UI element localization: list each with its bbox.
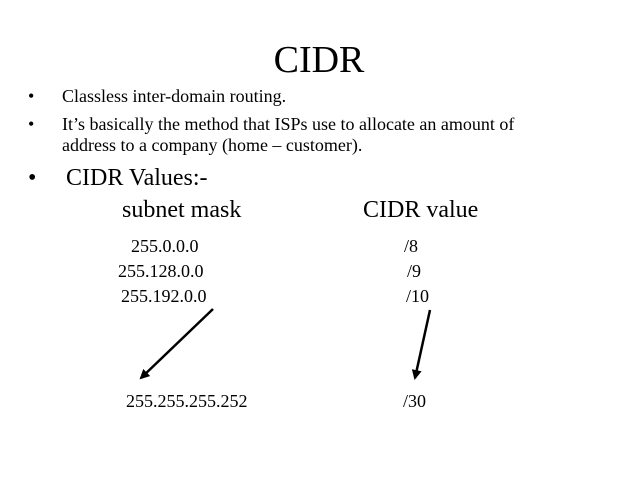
cidr-value-header: CIDR value: [363, 197, 479, 223]
bullet-item: • Classless inter-domain routing.: [28, 86, 588, 107]
arrow-down-left-icon: [139, 308, 214, 380]
subnet-mask-cell: 255.192.0.0: [121, 286, 207, 306]
slide-title: CIDR: [273, 39, 365, 81]
bullet-item: • CIDR Values:-: [28, 164, 588, 192]
arrow-down-icon: [411, 309, 432, 380]
bullet-marker: •: [28, 165, 37, 191]
subnet-mask-header: subnet mask: [122, 197, 242, 223]
cidr-value-cell: /30: [403, 391, 427, 411]
bullet-marker: •: [28, 86, 35, 106]
cidr-value-cell: /10: [406, 286, 430, 306]
cidr-value-cell: /8: [404, 236, 419, 256]
subnet-mask-cell: 255.128.0.0: [118, 261, 204, 281]
bullet-text: It’s basically the method that ISPs use …: [62, 114, 515, 155]
bullet-text: CIDR Values:-: [66, 165, 208, 191]
subnet-mask-cell: 255.255.255.252: [126, 391, 248, 411]
bullet-item: • It’s basically the method that ISPs us…: [28, 114, 548, 156]
bullet-marker: •: [28, 114, 35, 134]
bullet-text: Classless inter-domain routing.: [62, 86, 287, 106]
cidr-value-cell: /9: [407, 261, 422, 281]
subnet-mask-cell: 255.0.0.0: [131, 236, 199, 256]
